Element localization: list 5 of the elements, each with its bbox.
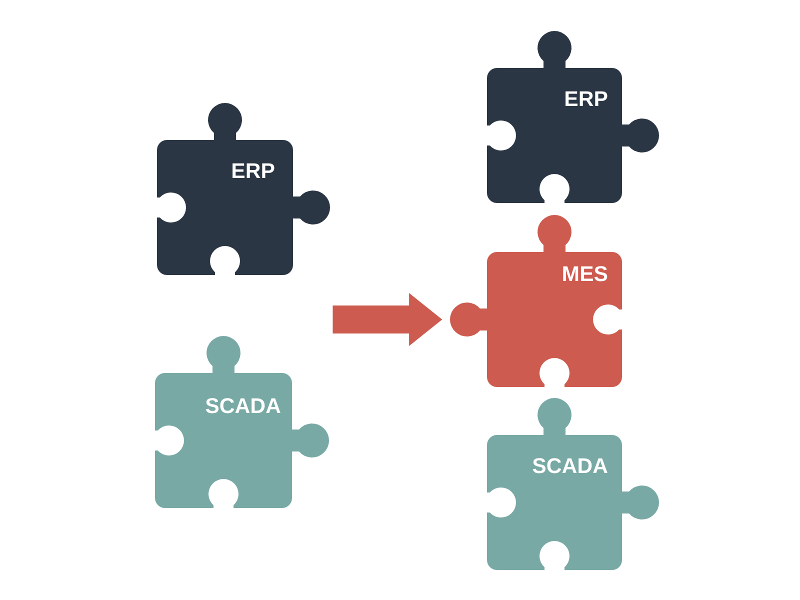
puzzle-piece: ERP [157, 103, 330, 275]
puzzle-piece: ERP [487, 31, 659, 203]
puzzle-piece: MES [450, 215, 622, 387]
puzzle-piece: SCADA [155, 336, 329, 508]
puzzle-piece: SCADA [487, 398, 659, 570]
